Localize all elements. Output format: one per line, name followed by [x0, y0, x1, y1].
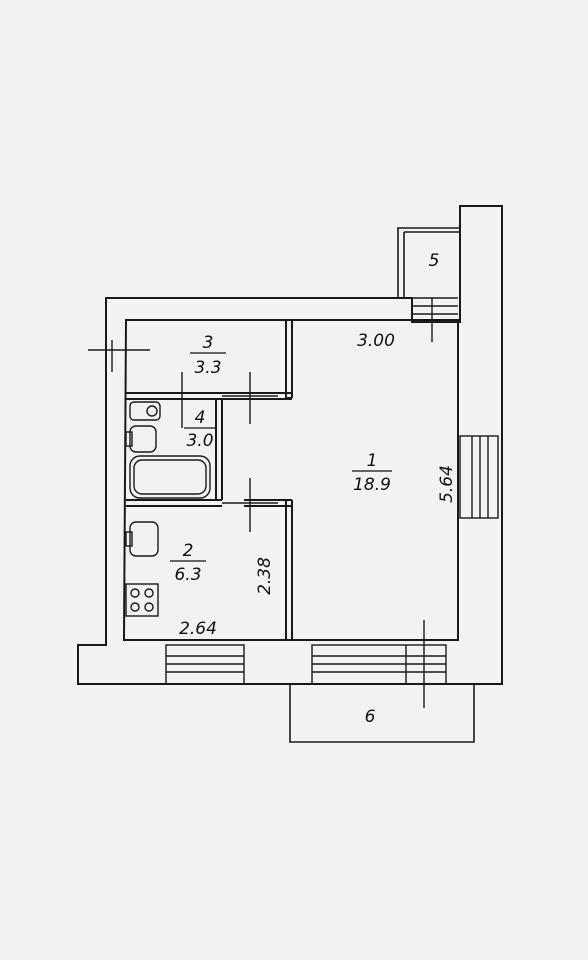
window-bottom-left: [165, 644, 245, 685]
exterior-walls: [77, 205, 503, 685]
room-5-outline: [397, 227, 460, 298]
room-2-number: 2: [183, 541, 194, 561]
room-1-label: 1 18.9: [352, 451, 392, 495]
dim-room2-length: 2.38: [255, 557, 275, 595]
room-4-number: 4: [195, 408, 206, 428]
room-6-number: 6: [365, 707, 376, 727]
room-3-area: 3.3: [194, 358, 221, 378]
sink-icon: [129, 401, 161, 421]
room-6-outline: [289, 684, 475, 743]
dim-room1-width: 3.00: [357, 331, 395, 351]
room-1-area: 18.9: [353, 475, 391, 495]
room-3-number: 3: [203, 333, 214, 353]
kitchen-sink-icon: [125, 521, 159, 557]
bathtub-icon: [129, 455, 211, 499]
room-5-number: 5: [429, 251, 440, 271]
room-2-area: 6.3: [174, 565, 201, 585]
stove-icon: [125, 583, 159, 617]
room-2-label: 2 6.3: [170, 541, 206, 585]
door-marks: [88, 340, 425, 708]
window-right: [459, 435, 499, 519]
room-4-label: 4 3.0: [184, 408, 216, 451]
dim-room1-length: 5.64: [437, 465, 457, 503]
window-bottom-right: [311, 644, 447, 685]
window-top-right: [412, 297, 458, 342]
dim-room2-width: 2.64: [179, 619, 217, 639]
room-4-area: 3.0: [186, 431, 213, 451]
toilet-icon: [125, 425, 157, 453]
interior-walls: [126, 320, 293, 640]
room-1-number: 1: [367, 451, 378, 471]
room-3-label: 3 3.3: [190, 333, 226, 378]
